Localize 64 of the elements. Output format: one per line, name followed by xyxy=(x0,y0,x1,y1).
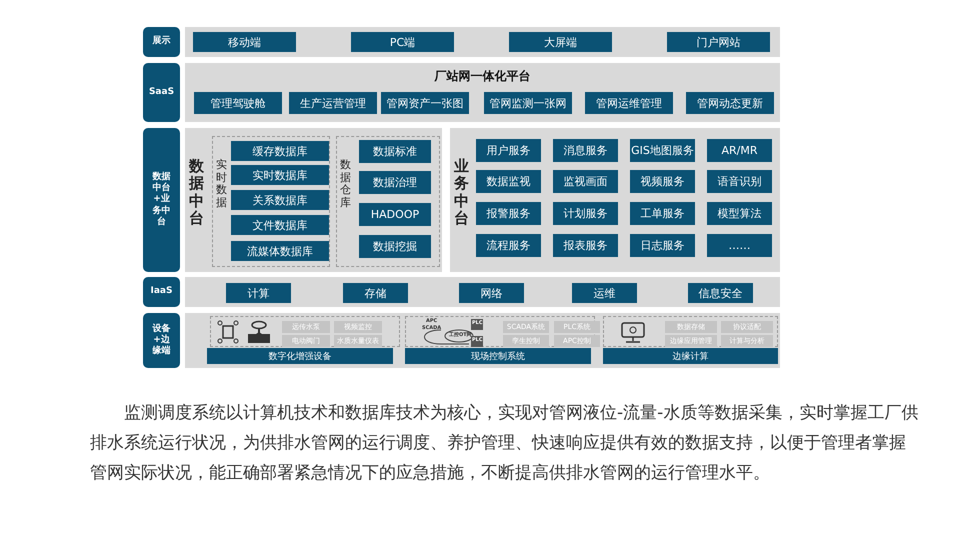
panel-heading: 厂站网一体化平台 xyxy=(433,68,532,85)
module-box: …… xyxy=(707,234,772,257)
module-box: 存储 xyxy=(343,283,408,303)
module-box: 计算 xyxy=(226,283,291,303)
module-box: AR/MR xyxy=(707,139,772,162)
module-box: 报表服务 xyxy=(553,234,618,257)
module-box: 消息服务 xyxy=(553,139,618,162)
module-box: 监视画面 xyxy=(553,170,618,193)
module-box: 流程服务 xyxy=(476,234,541,257)
module-box: 门户网站 xyxy=(667,32,770,52)
module-box: 移动端 xyxy=(193,32,296,52)
group-frame xyxy=(212,136,330,267)
module-box: 文件数据库 xyxy=(231,215,329,235)
module-box: 管网监测一张网 xyxy=(484,92,572,114)
layer-tab: SaaS xyxy=(143,63,180,122)
module-box: 信息安全 xyxy=(688,283,753,303)
module-box: 关系数据库 xyxy=(231,190,329,210)
module-box: 数据挖掘 xyxy=(359,235,431,258)
module-box: 报警服务 xyxy=(476,202,541,225)
group-frame xyxy=(603,316,778,347)
layer-panel xyxy=(185,128,442,272)
layer-tab: IaaS xyxy=(143,277,180,307)
layer-panel xyxy=(450,128,780,272)
module-box: 管网运维管理 xyxy=(585,92,673,114)
module-box: 运维 xyxy=(572,283,637,303)
category-bar: 边缘计算 xyxy=(603,348,778,364)
module-box: 管网资产一张图 xyxy=(381,92,469,114)
module-box: 日志服务 xyxy=(630,234,695,257)
module-box: 数据治理 xyxy=(359,171,431,194)
module-box: 网络 xyxy=(459,283,524,303)
module-box: HADOOP xyxy=(359,203,431,226)
module-box: 管理驾驶舱 xyxy=(194,92,282,114)
category-bar: 数字化增强设备 xyxy=(207,348,393,364)
module-box: 生产运营管理 xyxy=(289,92,377,114)
layer-panel xyxy=(185,277,780,307)
module-box: 管网动态更新 xyxy=(686,92,774,114)
module-box: 缓存数据库 xyxy=(231,141,329,161)
module-box: 模型算法 xyxy=(707,202,772,225)
layer-panel xyxy=(185,63,780,122)
category-bar: 现场控制系统 xyxy=(405,348,591,364)
module-box: 大屏端 xyxy=(509,32,612,52)
module-box: 用户服务 xyxy=(476,139,541,162)
group-heading: 实时数据 xyxy=(216,159,227,210)
module-box: 数据监视 xyxy=(476,170,541,193)
module-box: 视频服务 xyxy=(630,170,695,193)
group-frame xyxy=(210,316,400,347)
module-box: GIS地图服务 xyxy=(630,139,695,162)
module-box: 工单服务 xyxy=(630,202,695,225)
module-box: 数据标准 xyxy=(359,140,431,163)
module-box: PC端 xyxy=(351,32,454,52)
group-heading: 数据仓库 xyxy=(340,159,351,210)
panel-heading: 数据中台 xyxy=(189,158,204,227)
group-frame xyxy=(336,136,440,267)
layer-panel xyxy=(185,27,780,57)
layer-tab: 设备+边缘端 xyxy=(143,313,180,368)
caption-paragraph: 监测调度系统以计算机技术和数据库技术为核心，实现对管网液位-流量-水质等数据采集，实时掌握工厂供排水系统运行状况，为供排水管网的运行调度、养护管理、快速响应提供有效的数据支持，以便于管理者掌握管网实际状况，能正确部署紧急情况下的应急措施，不断提高供排水管网的运行管理水平。 xyxy=(90,402,920,485)
layer-panel xyxy=(185,313,780,368)
module-box: 实时数据库 xyxy=(231,165,329,185)
layer-tab: 数据中台+业务中台 xyxy=(143,128,180,272)
module-box: 语音识别 xyxy=(707,170,772,193)
panel-heading: 业务中台 xyxy=(454,158,469,227)
module-box: 计划服务 xyxy=(553,202,618,225)
layer-tab: 展示 xyxy=(143,27,180,57)
module-box: 流媒体数据库 xyxy=(231,241,329,261)
